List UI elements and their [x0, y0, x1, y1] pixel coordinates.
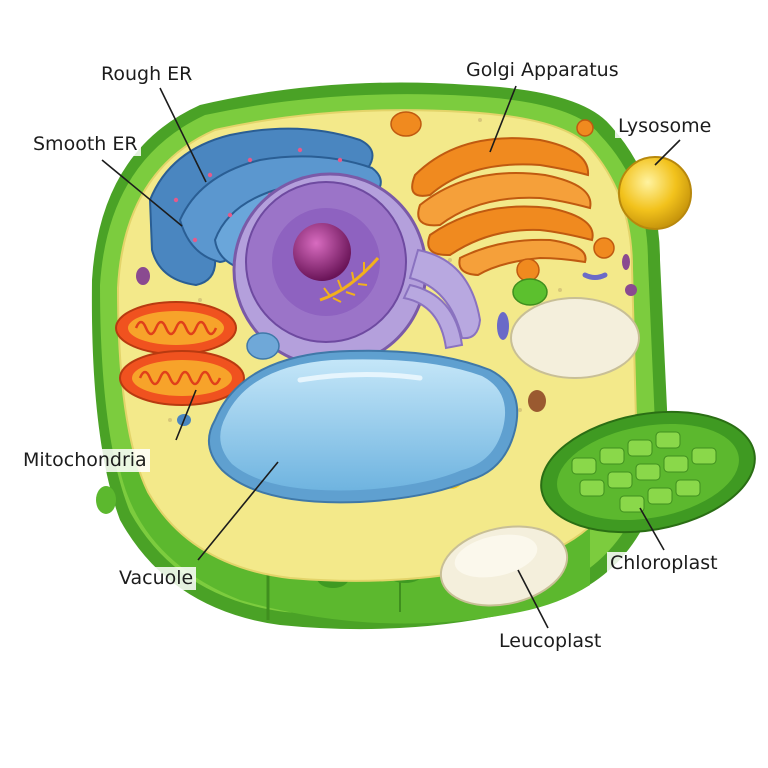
- mitochondria-organelles: [115, 301, 245, 406]
- chloroplast-organelle: [540, 410, 756, 534]
- leader-lines: [101, 85, 681, 629]
- label-rough-er: Rough ER: [98, 63, 196, 86]
- smooth-er-stacks: [402, 248, 482, 350]
- lysosome-organelle: [618, 156, 692, 230]
- golgi-vesicles: [390, 111, 615, 282]
- label-golgi-apparatus: Golgi Apparatus: [463, 59, 622, 82]
- vacuole-organelle: [207, 349, 519, 504]
- label-chloroplast: Chloroplast: [607, 552, 721, 575]
- nucleus: [232, 172, 428, 368]
- label-smooth-er: Smooth ER: [30, 133, 141, 156]
- golgi-organelle: [411, 137, 594, 277]
- label-vacuole: Vacuole: [116, 567, 197, 590]
- label-lysosome: Lysosome: [615, 115, 715, 138]
- label-leucoplast: Leucoplast: [496, 630, 605, 653]
- leucoplast-inner: [510, 297, 640, 379]
- nucleolus: [293, 223, 351, 281]
- leucoplast-organelle: [439, 525, 569, 607]
- label-mitochondria: Mitochondria: [20, 449, 150, 472]
